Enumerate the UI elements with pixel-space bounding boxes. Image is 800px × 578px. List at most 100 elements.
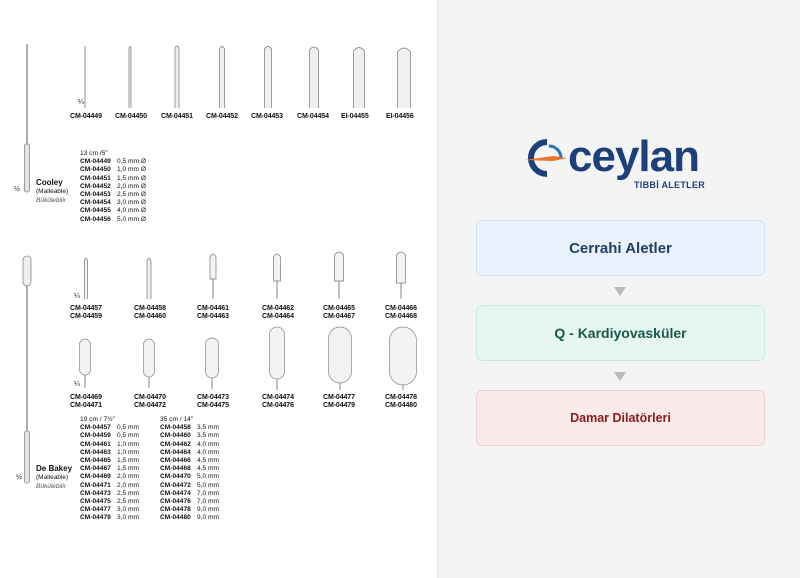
cooley-code: CM-04452 (206, 113, 238, 120)
cooley-code: CM-04451 (161, 113, 193, 120)
cooley-tip-6 (309, 46, 319, 108)
debakey-code: CM-04464 (262, 313, 294, 320)
cooley-name: Cooley (36, 178, 63, 187)
cooley-full-instrument (24, 44, 30, 193)
debakey-code: CM-04470 (134, 394, 166, 401)
debakey-tip-2 (146, 257, 152, 299)
debakey-code: CM-04471 (70, 402, 102, 409)
debakey-code: CM-04472 (134, 402, 166, 409)
breadcrumb-label: Damar Dilatörleri (570, 411, 671, 425)
debakey-code: CM-04480 (385, 402, 417, 409)
debakey-tip-11 (328, 326, 352, 390)
ceylan-logo-mark (525, 139, 567, 177)
debakey-tip-9 (205, 337, 219, 389)
debakey-code: CM-04474 (262, 394, 294, 401)
debakey-code: CM-04477 (323, 394, 355, 401)
cooley-code: CM-04454 (297, 113, 329, 120)
spec-title: 13 cm /5" (80, 150, 108, 157)
cooley-bukulebilir: Bükülebilir (36, 197, 66, 204)
debakey-code: CM-04466 (385, 305, 417, 312)
cooley-code: CM-04449 (70, 113, 102, 120)
debakey-name: De Bakey (36, 464, 73, 473)
breadcrumb-label: Cerrahi Aletler (569, 239, 672, 257)
debakey-code: CM-04478 (385, 394, 417, 401)
debakey-code: CM-04462 (262, 305, 294, 312)
cooley-tip-2 (128, 46, 132, 108)
cooley-code: CM-04450 (115, 113, 147, 120)
debakey-tip-6 (396, 251, 406, 299)
debakey-code: CM-04468 (385, 313, 417, 320)
chevron-down-icon (614, 372, 626, 381)
debakey-code: CM-04469 (70, 394, 102, 401)
spec-title: 35 cm / 14" (160, 416, 194, 423)
debakey-malleable: (Malleable) (36, 474, 69, 481)
breadcrumb-damar-dilatorleri[interactable]: Damar Dilatörleri (476, 390, 765, 446)
cooley-scale: ½ (14, 186, 20, 193)
debakey-full-instrument (22, 255, 32, 484)
cooley-code: CM-04453 (251, 113, 283, 120)
cooley-malleable: (Malleable) (36, 188, 69, 195)
cooley-tip-5 (264, 46, 272, 108)
cooley-tip-4 (219, 46, 225, 108)
debakey-tip-4 (273, 253, 281, 299)
debakey-tip-1 (84, 257, 88, 299)
debakey-code: CM-04467 (323, 313, 355, 320)
panel-divider (437, 0, 438, 578)
debakey-tip-scale-2: ¼ (74, 381, 80, 388)
cooley-tip-1 (84, 46, 86, 108)
debakey-code: CM-04458 (134, 305, 166, 312)
debakey-code: CM-04465 (323, 305, 355, 312)
breadcrumb-label: Q - Kardiyovasküler (554, 325, 687, 341)
breadcrumb-cerrahi-aletler[interactable]: Cerrahi Aletler (476, 220, 765, 276)
cooley-tip-scale: ¼ (78, 99, 84, 106)
debakey-tip-5 (334, 251, 344, 299)
cooley-tip-7 (353, 47, 365, 108)
debakey-code: CM-04460 (134, 313, 166, 320)
debakey-code: CM-04463 (197, 313, 229, 320)
cooley-code: EI-04456 (386, 113, 414, 120)
chevron-down-icon (614, 287, 626, 296)
debakey-code: CM-04473 (197, 394, 229, 401)
debakey-tip-7 (79, 338, 91, 388)
debakey-tip-3 (209, 253, 217, 299)
debakey-tip-10 (269, 326, 285, 390)
spec-title: 19 cm / 7½" (80, 416, 115, 423)
catalog-page: ½ Cooley (Malleable) Bükülebilir ¼ CM-04… (14, 44, 417, 523)
breadcrumb-kardiyovaskuler[interactable]: Q - Kardiyovasküler (476, 305, 765, 361)
debakey-code: CM-04457 (70, 305, 102, 312)
debakey-code: CM-04479 (323, 402, 355, 409)
debakey-tip-8 (143, 338, 155, 388)
cooley-tip-3 (174, 45, 180, 108)
